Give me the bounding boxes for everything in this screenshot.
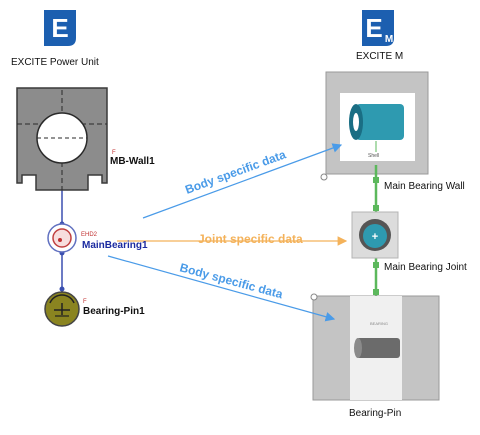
bearing-marker: EHD2 <box>81 232 98 238</box>
arrow-body-bottom <box>107 255 336 322</box>
pin-caption-small: ВЕАRING <box>370 321 388 326</box>
pin-marker: F <box>83 299 87 305</box>
main-bearing-label: MainBearing1 <box>82 240 148 251</box>
right-logo-letter: E <box>365 13 382 43</box>
joint-card: + <box>351 211 399 259</box>
main-bearing-node <box>47 223 77 253</box>
joint-label: Main Bearing Joint <box>384 262 467 273</box>
label-body-top: Body specific data <box>183 147 288 197</box>
excite-power-unit-logo: E <box>40 8 80 48</box>
bearing-pin-card <box>310 293 440 401</box>
left-title: EXCITE Power Unit <box>11 57 99 68</box>
bearing-pin-label: Bearing-Pin1 <box>83 306 145 317</box>
arrow-body-top <box>142 143 343 219</box>
right-title: EXCITE M <box>356 51 404 62</box>
label-joint: Joint specific data <box>198 232 303 246</box>
pin-label-right: Bearing-Pin <box>349 408 402 419</box>
shell-label: Shell <box>368 153 379 159</box>
mb-wall-block <box>16 87 108 191</box>
connector-dot-bottom <box>59 286 65 292</box>
left-logo-letter: E <box>51 13 68 43</box>
shell-card <box>320 71 429 181</box>
svg-text:+: + <box>372 231 378 243</box>
wall-label: MB-Wall1 <box>110 156 155 167</box>
excite-m-logo: E M <box>358 8 398 48</box>
right-logo-sub: M <box>385 34 393 45</box>
bearing-pin-node <box>44 291 80 327</box>
main-wall-label: Main Bearing Wall <box>384 181 465 192</box>
label-body-bottom: Body specific data <box>178 260 284 301</box>
wall-marker: F <box>112 150 116 156</box>
